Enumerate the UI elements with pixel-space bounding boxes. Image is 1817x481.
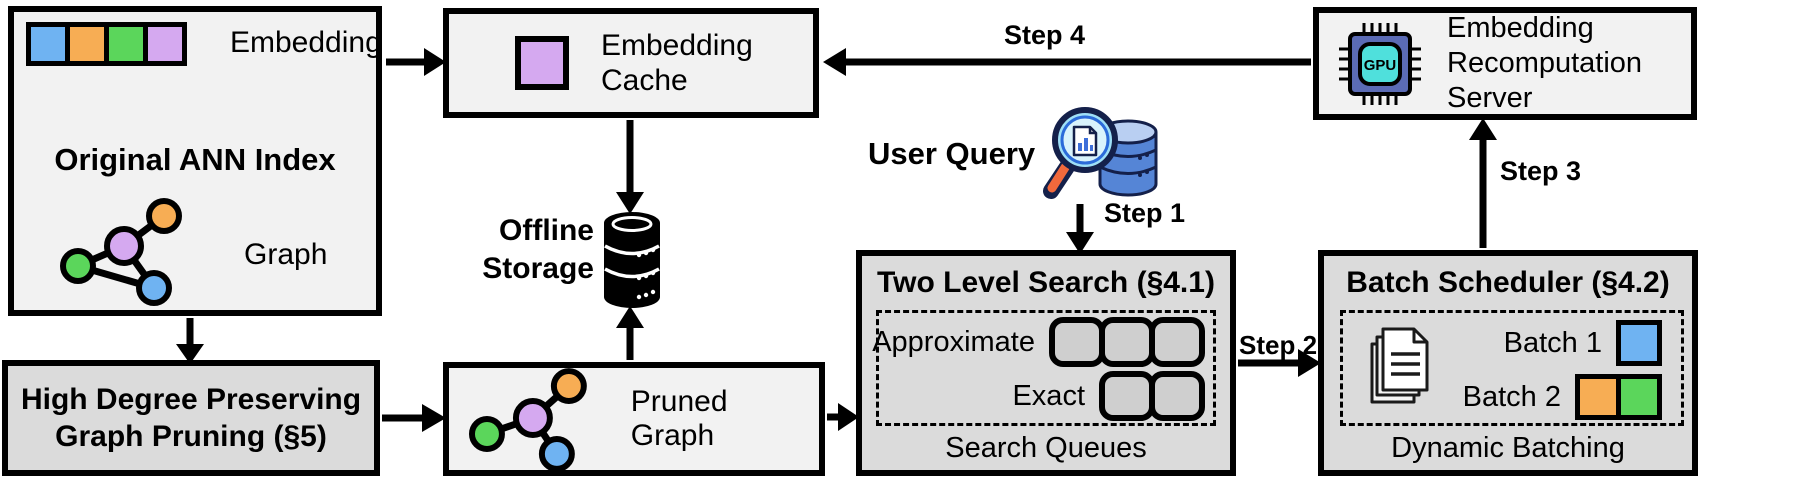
batch-scheduler-box: Batch Scheduler (§4.2) Batch 1 Batch 2 D… — [1318, 250, 1698, 476]
queue-slot — [1149, 317, 1205, 367]
queue-slot — [1099, 371, 1155, 421]
batch1-label: Batch 1 — [1503, 326, 1602, 359]
queue-slot — [1149, 371, 1205, 421]
embedding-vector-strip — [26, 22, 187, 66]
batch1-row: Batch 1 — [1504, 320, 1662, 366]
dynamic-batching-region — [1340, 310, 1684, 426]
exact-queues — [1099, 371, 1205, 421]
graph-pruning-box: High Degree Preserving Graph Pruning (§5… — [2, 360, 380, 476]
dynamic-batching-footer: Dynamic Batching — [1391, 432, 1625, 464]
pruned-graph-illustration — [468, 368, 587, 470]
gpu-chip-label: GPU — [1364, 57, 1397, 74]
orange-cell — [1575, 374, 1621, 420]
embedding-cache-label: Embedding Cache — [601, 28, 753, 97]
database-icon — [604, 212, 660, 308]
graph-node-blue — [538, 435, 575, 470]
graph-node-purple — [104, 226, 144, 266]
batch2-cells — [1575, 374, 1662, 420]
batch-scheduler-title: Batch Scheduler (§4.2) — [1346, 266, 1670, 299]
documents-icon — [1370, 327, 1429, 404]
embedding-label: Embedding — [230, 26, 382, 59]
search-queues-footer: Search Queues — [945, 432, 1147, 464]
green-cell — [104, 22, 148, 66]
graph-node-green — [468, 416, 505, 452]
step4-label: Step 4 — [1004, 20, 1086, 50]
step2-label: Step 2 — [1239, 330, 1318, 360]
user-query-label: User Query — [868, 136, 1036, 171]
approximate-queues — [1049, 317, 1205, 367]
approximate-queue-row: Approximate — [872, 317, 1213, 367]
cached-embedding-icon — [515, 36, 569, 90]
two-level-search-box: Two Level Search (§4.1) Approximate Exac… — [856, 250, 1236, 476]
graph-node-blue — [136, 270, 172, 306]
batch1-cells — [1616, 320, 1662, 366]
recomputation-server-label: Embedding Recomputation Server — [1447, 12, 1643, 114]
search-queues-region: Approximate Exact — [872, 310, 1216, 426]
exact-queue-row: Exact — [879, 371, 1213, 421]
orange-cell — [65, 22, 109, 66]
graph-node-orange — [146, 198, 182, 234]
step1-label: Step 1 — [1104, 198, 1186, 228]
exact-label: Exact — [1012, 379, 1085, 412]
purple-cell — [143, 22, 187, 66]
graph-node-orange — [550, 368, 587, 405]
recomputation-server-box: GPU Embedding Recomputation Server — [1313, 7, 1697, 120]
embedding-cache-box: Embedding Cache — [443, 8, 819, 118]
batch2-row: Batch 2 — [1463, 374, 1662, 420]
batch2-label: Batch 2 — [1462, 380, 1561, 413]
offline-storage-label: Offline Storage — [482, 214, 594, 286]
green-cell — [1616, 374, 1662, 420]
pruning-title-line2: Graph Pruning (§5) — [55, 420, 327, 453]
blue-cell — [1616, 320, 1662, 366]
queue-slot — [1049, 317, 1105, 367]
gpu-chip-icon: GPU — [1339, 22, 1421, 105]
graph-illustration — [60, 198, 182, 306]
queue-slot — [1099, 317, 1155, 367]
pruned-graph-box: Pruned Graph — [443, 362, 825, 476]
pruning-title-line1: High Degree Preserving — [20, 382, 362, 416]
graph-label: Graph — [244, 238, 328, 271]
graph-node-purple — [512, 398, 553, 438]
approximate-label: Approximate — [872, 325, 1035, 358]
original-ann-index-box: Embedding Original ANN Index Graph — [8, 6, 382, 316]
ann-index-title: Original ANN Index — [54, 142, 336, 177]
query-search-icon — [1043, 107, 1158, 199]
document-in-lens — [1072, 125, 1098, 157]
two-level-search-title: Two Level Search (§4.1) — [877, 266, 1215, 299]
graph-node-green — [60, 248, 96, 284]
blue-cell — [26, 22, 70, 66]
step3-label: Step 3 — [1500, 156, 1582, 186]
pruned-graph-label: Pruned Graph — [630, 385, 728, 452]
